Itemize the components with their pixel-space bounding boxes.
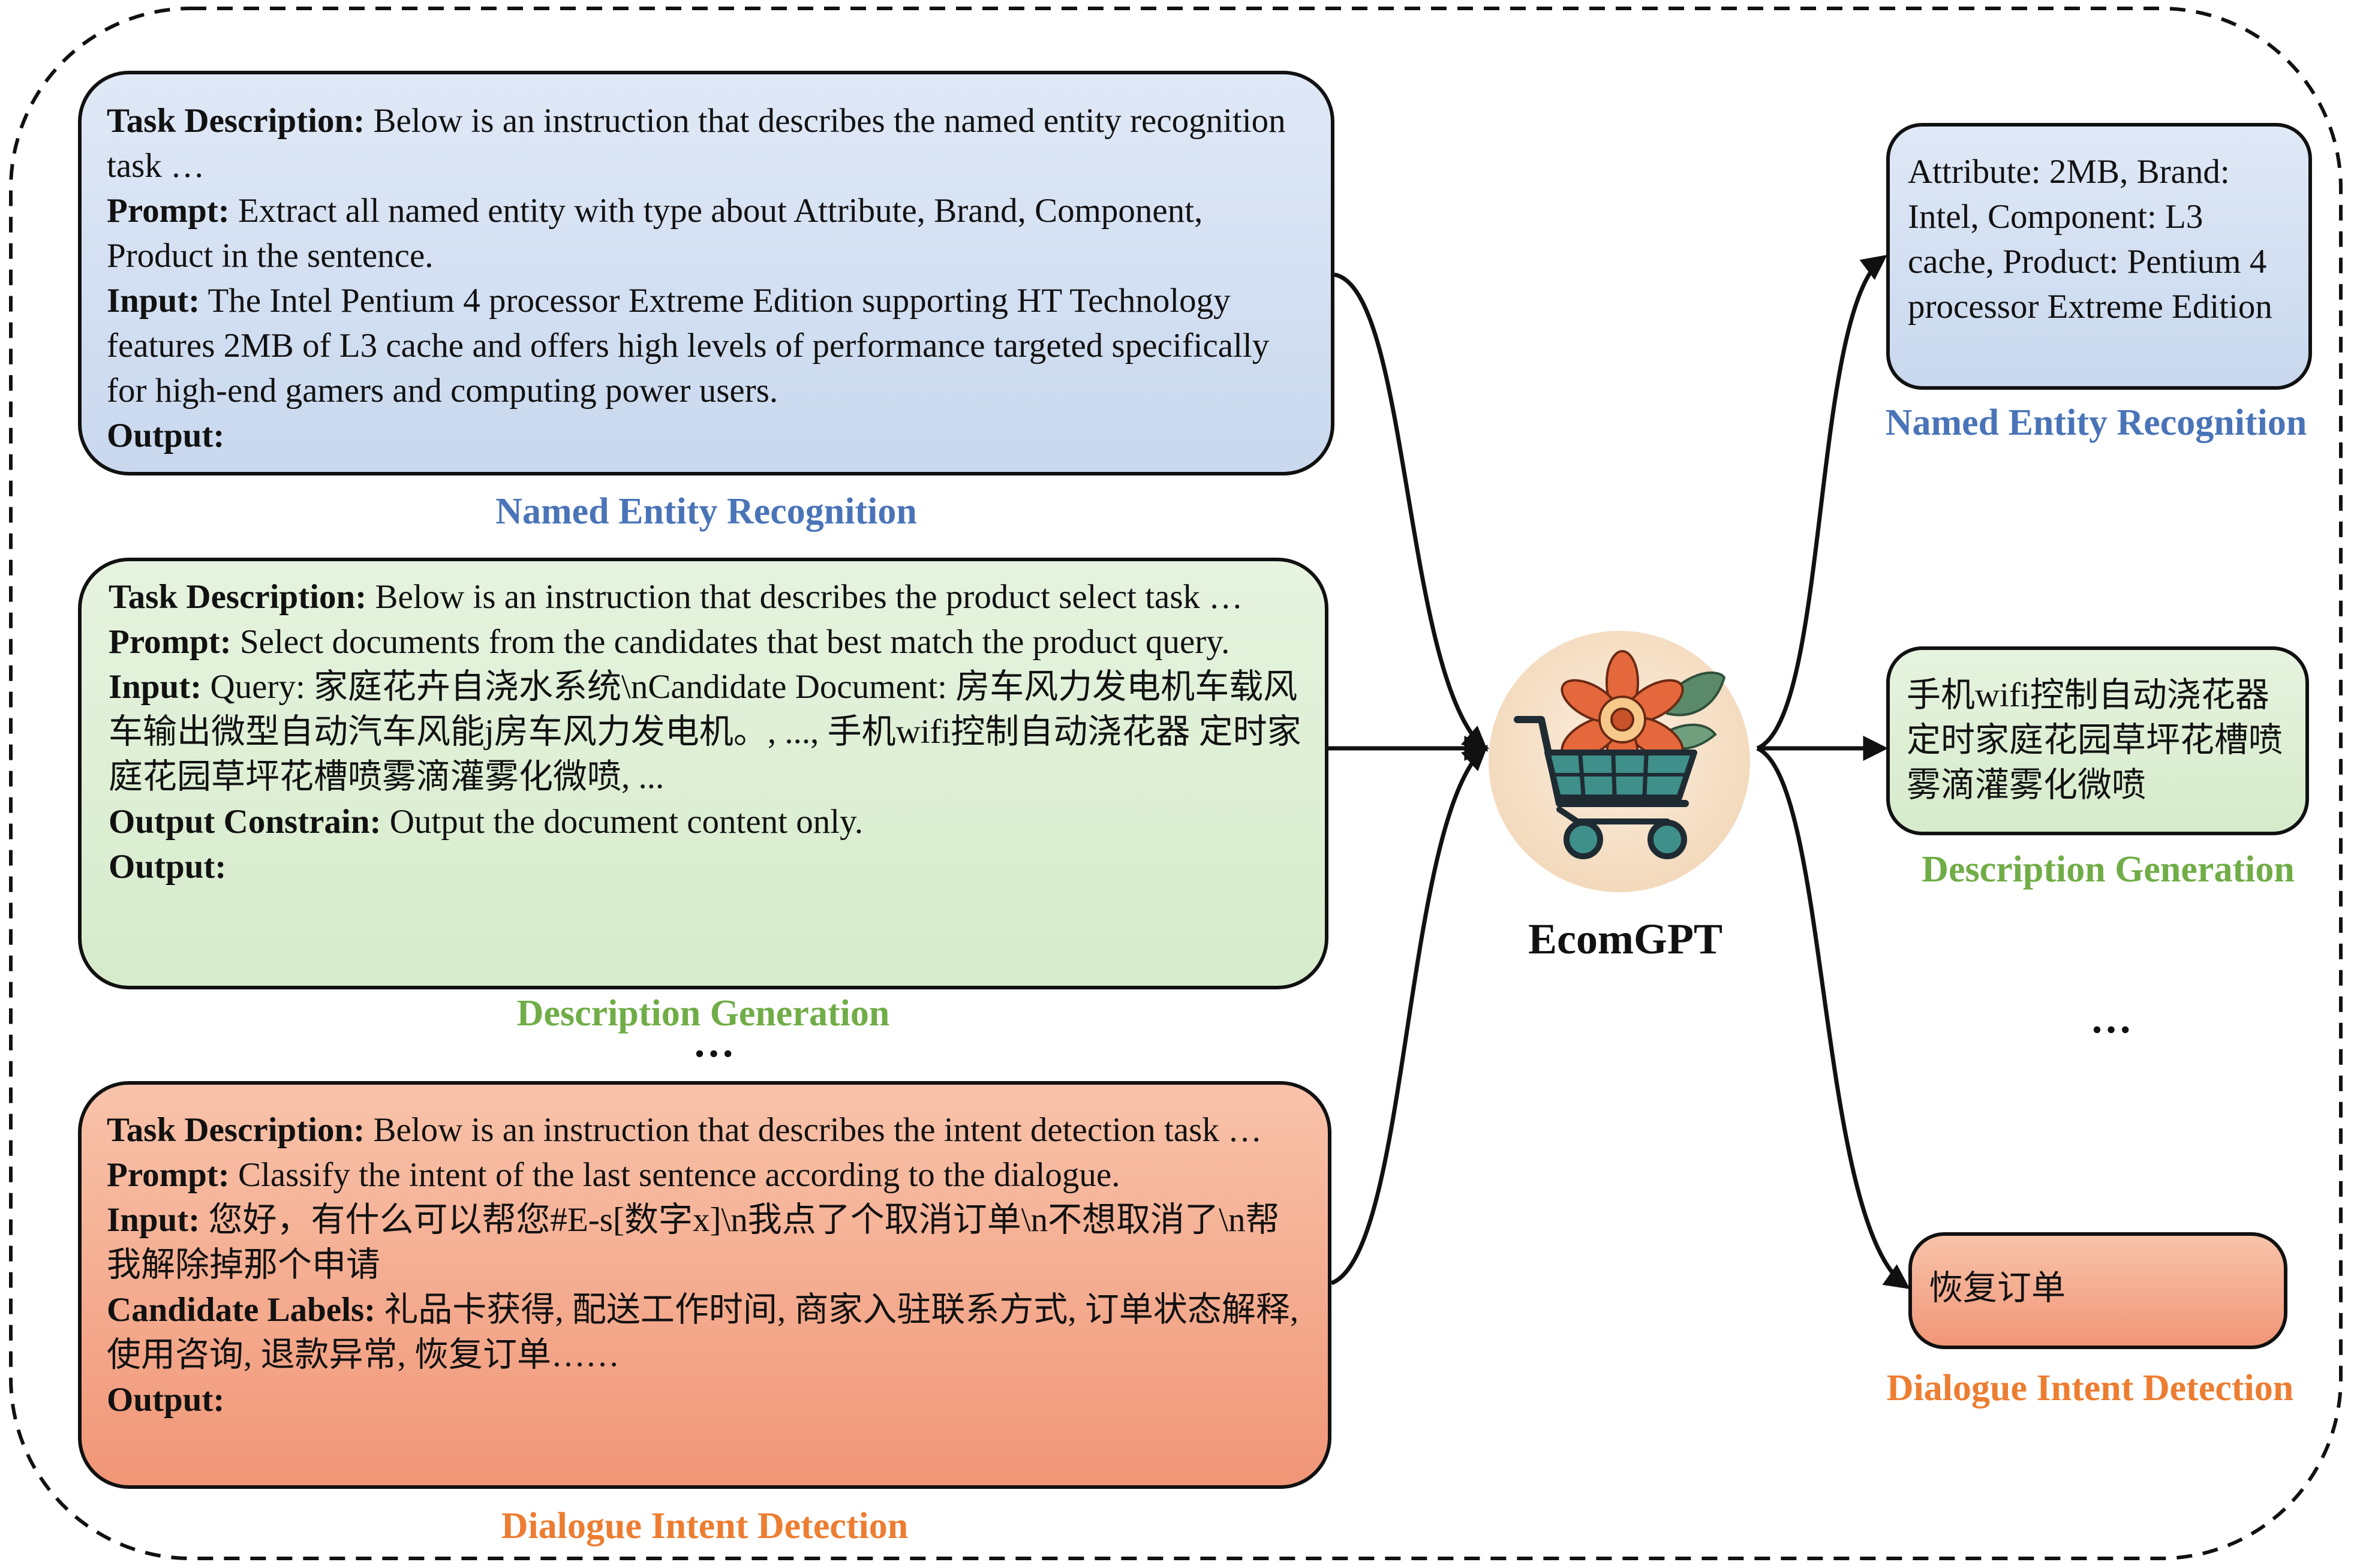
ner-result-text: Attribute: 2MB, Brand: Intel, Component:… — [1908, 153, 2272, 326]
dg-caption: Description Generation — [516, 993, 890, 1034]
did-output-line: Output: — [107, 1377, 1309, 1422]
dg-result-box: 手机wifi控制自动浇花器 定时家庭花园草坪花槽喷雾滴灌雾化微喷 — [1886, 646, 2309, 835]
dg-constraint-line: Output Constrain: Output the document co… — [109, 799, 1308, 844]
did-result-caption: Dialogue Intent Detection — [1886, 1368, 2294, 1409]
did-task-line: Task Description: Below is an instructio… — [107, 1107, 1309, 1152]
did-prompt-line: Prompt: Classify the intent of the last … — [107, 1152, 1309, 1197]
outer-dashed-frame — [9, 7, 2343, 1560]
did-labels-label: Candidate Labels: — [107, 1291, 376, 1329]
dg-constraint-text: Output the document content only. — [381, 803, 864, 841]
did-input-line: Input: 您好，有什么可以帮您#E-s[数字x]\n我点了个取消订单\n不想… — [107, 1197, 1309, 1287]
ner-output-label: Output: — [107, 417, 225, 455]
dg-constraint-label: Output Constrain: — [109, 803, 381, 841]
dg-prompt-box: Task Description: Below is an instructio… — [78, 558, 1328, 989]
did-result-box: 恢复订单 — [1908, 1232, 2287, 1349]
did-prompt-text: Classify the intent of the last sentence… — [229, 1156, 1120, 1194]
did-input-text: 您好，有什么可以帮您#E-s[数字x]\n我点了个取消订单\n不想取消了\n帮我… — [107, 1201, 1280, 1284]
did-labels-line: Candidate Labels: 礼品卡获得, 配送工作时间, 商家入驻联系方… — [107, 1287, 1309, 1377]
connector-hub-to-did-result — [1756, 746, 1910, 1289]
ner-input-text: The Intel Pentium 4 processor Extreme Ed… — [107, 282, 1270, 410]
did-labels-text: 礼品卡获得, 配送工作时间, 商家入驻联系方式, 订单状态解释, 使用咨询, 退… — [107, 1291, 1299, 1374]
ner-output-line: Output: — [107, 413, 1312, 458]
dg-input-label: Input: — [109, 668, 202, 706]
ecomgpt-logo-icon — [1489, 631, 1750, 892]
ner-task-line: Task Description: Below is an instructio… — [107, 98, 1312, 188]
dg-result-text: 手机wifi控制自动浇花器 定时家庭花园草坪花槽喷雾滴灌雾化微喷 — [1907, 676, 2283, 804]
ner-task-text: Below is an instruction that describes t… — [107, 102, 1286, 185]
dg-prompt-label: Prompt: — [109, 623, 232, 661]
did-task-text: Below is an instruction that describes t… — [365, 1111, 1262, 1149]
right-ellipsis: … — [2090, 996, 2132, 1042]
dg-prompt-line: Prompt: Select documents from the candid… — [109, 619, 1308, 664]
dg-prompt-text: Select documents from the candidates tha… — [231, 623, 1230, 661]
ner-prompt-label: Prompt: — [107, 192, 230, 230]
dg-output-label: Output: — [109, 848, 227, 886]
did-input-label: Input: — [107, 1201, 200, 1239]
dg-task-line: Task Description: Below is an instructio… — [109, 574, 1308, 619]
ner-result-caption: Named Entity Recognition — [1885, 402, 2307, 443]
ner-input-label: Input: — [107, 282, 200, 320]
dg-input-line: Input: Query: 家庭花卉自浇水系统\nCandidate Docum… — [109, 664, 1308, 799]
dg-input-text: Query: 家庭花卉自浇水系统\nCandidate Document: 房车… — [109, 668, 1301, 796]
dg-output-line: Output: — [109, 844, 1308, 889]
dg-task-text: Below is an instruction that describes t… — [366, 578, 1243, 616]
ner-prompt-line: Prompt: Extract all named entity with ty… — [107, 188, 1312, 278]
ner-result-box: Attribute: 2MB, Brand: Intel, Component:… — [1886, 123, 2312, 390]
dg-task-label: Task Description: — [109, 578, 367, 616]
hub-title: EcomGPT — [1528, 915, 1722, 963]
connector-did-to-hub — [1330, 745, 1489, 1286]
left-ellipsis: … — [693, 1020, 735, 1066]
ner-input-line: Input: The Intel Pentium 4 processor Ext… — [107, 278, 1312, 413]
did-prompt-label: Prompt: — [107, 1156, 230, 1194]
did-result-text: 恢复订单 — [1929, 1269, 2066, 1307]
did-task-label: Task Description: — [107, 1111, 365, 1149]
did-prompt-box: Task Description: Below is an instructio… — [78, 1081, 1331, 1489]
did-caption: Dialogue Intent Detection — [501, 1506, 909, 1546]
ner-task-label: Task Description: — [107, 102, 365, 140]
ner-prompt-text: Extract all named entity with type about… — [107, 192, 1203, 275]
connector-ner-to-hub — [1334, 272, 1489, 752]
ner-prompt-box: Task Description: Below is an instructio… — [78, 71, 1334, 475]
dg-result-caption: Description Generation — [1922, 849, 2295, 890]
ner-caption: Named Entity Recognition — [495, 491, 917, 532]
did-output-label: Output: — [107, 1381, 225, 1419]
connector-hub-to-ner-result — [1756, 254, 1887, 751]
